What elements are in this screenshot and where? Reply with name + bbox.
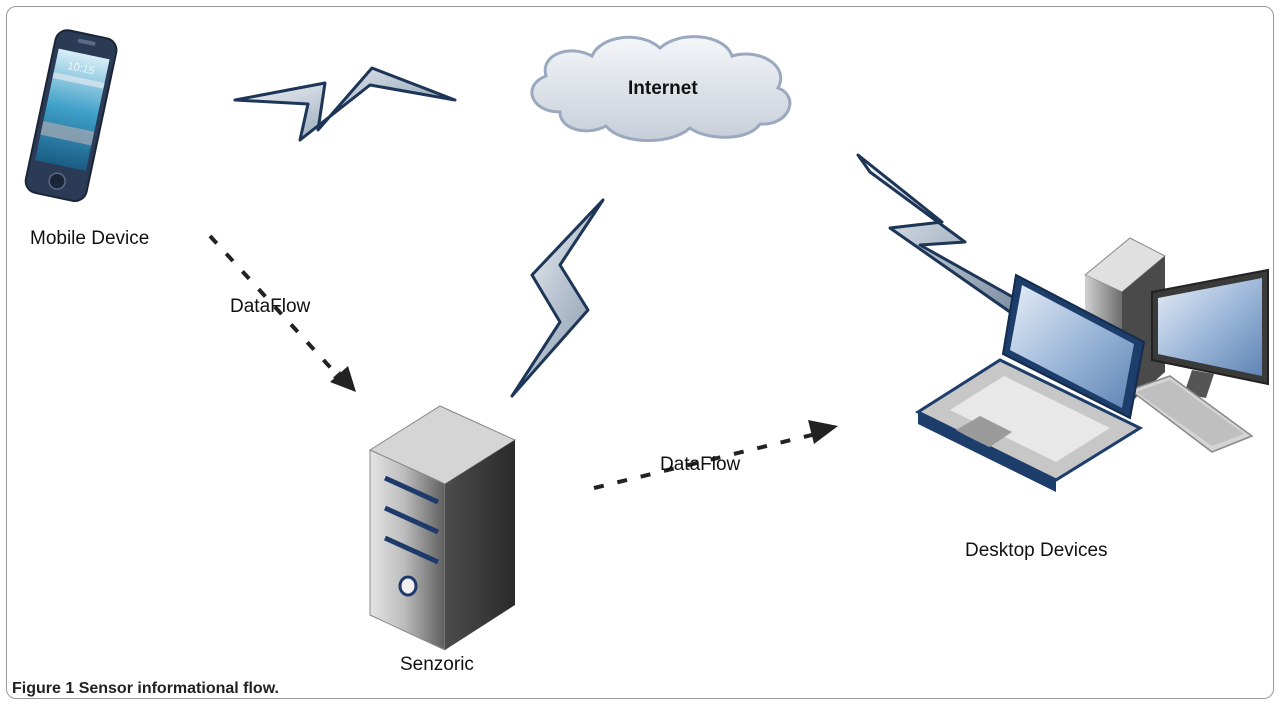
server-tower-icon xyxy=(368,405,517,651)
dataflow-label-right: DataFlow xyxy=(660,454,741,475)
figure-caption: Figure 1 Sensor informational flow. xyxy=(12,680,279,698)
server-label: Senzoric xyxy=(400,654,474,675)
figure-caption-text: Sensor informational flow. xyxy=(78,680,279,697)
figure-caption-label: Figure 1 xyxy=(12,680,75,697)
dataflow-arrow-mobile-server xyxy=(208,234,344,382)
dataflow-label-left: DataFlow xyxy=(230,296,311,317)
desktop-label: Desktop Devices xyxy=(965,540,1108,561)
dataflow-arrow-server-desktop xyxy=(593,431,821,490)
phone-clock: 10:15 xyxy=(66,60,95,77)
wireless-link-server-internet xyxy=(510,198,605,398)
mobile-device-label: Mobile Device xyxy=(30,228,149,249)
desktop-keyboard-icon xyxy=(1128,375,1254,453)
mobile-device-icon: 10:15 xyxy=(24,29,118,203)
dataflow-arrowhead-mobile-server xyxy=(330,366,356,392)
internet-cloud-icon xyxy=(530,35,792,142)
laptop-icon xyxy=(914,273,1146,492)
desktop-monitor-icon xyxy=(1151,268,1269,398)
dataflow-arrowhead-server-desktop xyxy=(808,420,838,444)
figure-frame xyxy=(6,6,1274,699)
internet-label: Internet xyxy=(628,78,698,99)
wireless-link-internet-desktop xyxy=(856,153,1020,314)
wireless-link-mobile-internet xyxy=(233,66,457,142)
